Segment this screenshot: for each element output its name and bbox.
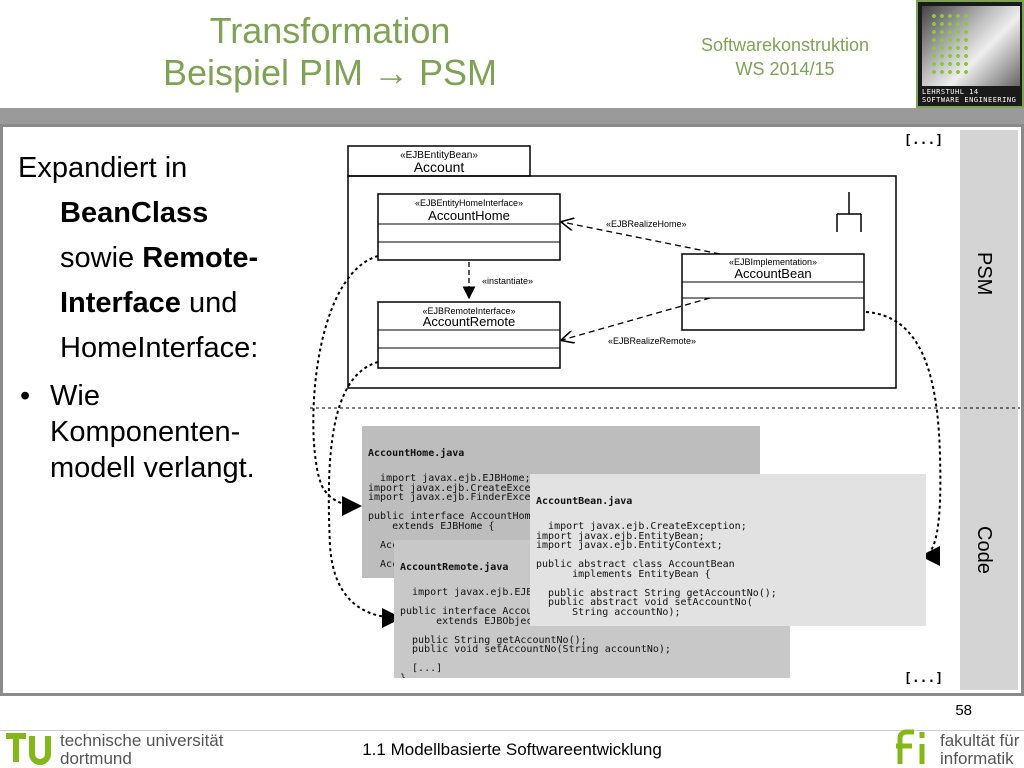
- chair-logo-text: LEHRSTUHL 14 SOFTWARE ENGINEERING: [922, 88, 1017, 104]
- account-package: [347, 175, 897, 389]
- course-info: Softwarekonstruktion WS 2014/15: [660, 33, 910, 81]
- bullet-line-1: Wie: [50, 380, 100, 412]
- svg-text:AccountRemote: AccountRemote: [423, 314, 516, 329]
- account-name: Account: [414, 159, 465, 175]
- slide-title: Transformation Beispiel PIM → PSM: [70, 10, 590, 94]
- main-text: Expandiert in BeanClass sowie Remote- In…: [18, 146, 310, 371]
- svg-text:«EJBImplementation»: «EJBImplementation»: [729, 257, 817, 267]
- text-line-3: sowie Remote-: [60, 242, 259, 274]
- code-account-bean: AccountBean.java import javax.ejb.Create…: [530, 474, 926, 626]
- component-icon: [836, 192, 862, 232]
- account-stereotype: «EJBEntityBean»: [400, 150, 478, 161]
- text-line-5: HomeInterface:: [60, 332, 259, 364]
- code-bean-filename: AccountBean.java: [536, 496, 633, 507]
- text-line-4: Interface und: [60, 287, 238, 319]
- svg-text:«EJBEntityHomeInterface»: «EJBEntityHomeInterface»: [415, 198, 523, 208]
- ellipsis-top: [...]: [904, 133, 943, 148]
- page-number: 58: [955, 702, 972, 719]
- realize-home-label: «EJBRealizeHome»: [606, 219, 687, 229]
- realize-remote-arrow: [562, 297, 711, 340]
- side-bar: [960, 130, 1018, 690]
- course-name: Softwarekonstruktion: [700, 35, 870, 55]
- instantiate-label: «instantiate»: [482, 276, 533, 286]
- account-home-class: «EJBEntityHomeInterface» AccountHome: [377, 193, 561, 261]
- code-remote-filename: AccountRemote.java: [400, 562, 509, 573]
- bullet-line-2: Komponenten-: [50, 416, 241, 448]
- code-label: Code: [973, 526, 995, 574]
- tu-name: technische universität dortmund: [60, 731, 224, 768]
- mapping-arrow-home: [312, 255, 379, 516]
- bullet-item: • Wie Komponenten- modell verlangt.: [20, 378, 310, 486]
- mapping-arrow-remote: [327, 361, 402, 628]
- text-line-1: Expandiert in: [18, 152, 188, 184]
- text-line-2: BeanClass: [60, 197, 209, 229]
- chair-logo: LEHRSTUHL 14 SOFTWARE ENGINEERING: [916, 0, 1024, 108]
- course-term: WS 2014/15: [735, 59, 835, 79]
- svg-text:AccountBean: AccountBean: [734, 266, 811, 281]
- header-divider: [0, 108, 1024, 126]
- uml-diagram: PSM Code [...] [...] «EJBEntityBean» Acc…: [310, 126, 1020, 692]
- dot-pattern: [930, 12, 970, 74]
- psm-label: PSM: [973, 252, 995, 295]
- realize-remote-label: «EJBRealizeRemote»: [608, 336, 696, 346]
- fi-name: fakultät für informatik: [940, 731, 1020, 768]
- footer-title: 1.1 Modellbasierte Softwareentwicklung: [362, 740, 662, 759]
- footer-divider: [0, 730, 1024, 731]
- ellipsis-bottom: [...]: [904, 671, 943, 686]
- account-remote-class: «EJBRemoteInterface» AccountRemote: [377, 301, 561, 369]
- fi-logo-icon: [896, 729, 925, 764]
- svg-text:AccountHome: AccountHome: [428, 208, 510, 223]
- code-home-filename: AccountHome.java: [368, 448, 465, 459]
- bullet-line-3: modell verlangt.: [50, 452, 255, 484]
- svg-text:«EJBRemoteInterface»: «EJBRemoteInterface»: [422, 306, 515, 316]
- mapping-arrow-bean: [865, 311, 942, 566]
- realize-home-arrow: [562, 222, 721, 255]
- bullet-icon: •: [20, 380, 31, 412]
- title-line-1: Transformation: [209, 10, 451, 51]
- account-bean-class: «EJBImplementation» AccountBean: [681, 253, 865, 331]
- tu-logo-icon: [6, 733, 51, 765]
- code-bean-body: import javax.ejb.CreateException; import…: [536, 521, 777, 618]
- code-remote-body: import javax.ejb.EJBObject; public inter…: [400, 587, 671, 678]
- title-line-2: Beispiel PIM → PSM: [162, 52, 498, 93]
